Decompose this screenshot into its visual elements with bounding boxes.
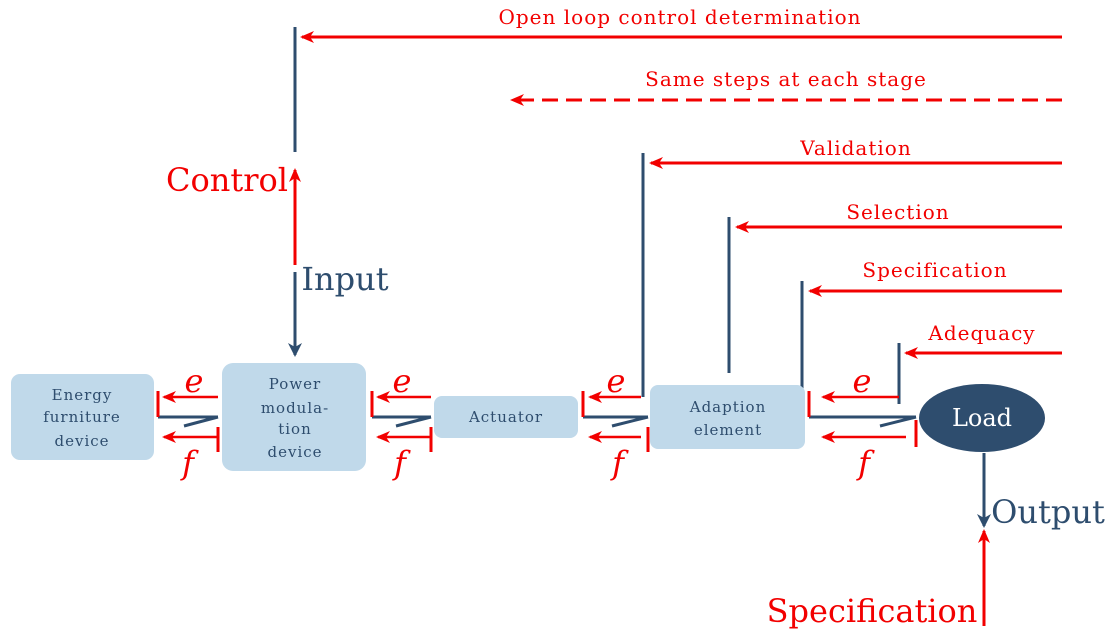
selection-label: Selection xyxy=(846,200,949,224)
adaption-line-1: Adaption xyxy=(689,398,767,416)
power-line-3: tion xyxy=(278,420,312,438)
specification-bottom-label: Specification xyxy=(767,592,978,630)
effort-label-2: e xyxy=(393,362,412,400)
input-label: Input xyxy=(301,260,388,298)
specification-top-arrow: Specification xyxy=(808,258,1062,297)
vertical-connectors xyxy=(293,27,901,404)
validation-label: Validation xyxy=(799,136,911,160)
adequacy-label: Adequacy xyxy=(927,321,1035,345)
control-arrow: Control xyxy=(166,161,301,265)
energy-furniture-block: Energy furniture device xyxy=(11,374,154,460)
effort-label-1: e xyxy=(185,362,204,400)
specification-bottom-arrow: Specification xyxy=(767,529,990,630)
load-block: Load xyxy=(919,384,1045,452)
port-bond-3: e f xyxy=(581,362,650,482)
specification-top-label: Specification xyxy=(862,258,1007,282)
adaption-element-block: Adaption element xyxy=(650,385,805,449)
port-bond-1: e f xyxy=(156,362,220,482)
input-arrow: Input xyxy=(288,260,389,357)
power-line-4: device xyxy=(267,443,322,461)
port-bond-2: e f xyxy=(370,362,433,482)
flow-label-3: f xyxy=(610,444,629,482)
load-label: Load xyxy=(952,404,1012,432)
actuator-label: Actuator xyxy=(468,408,543,426)
output-label: Output xyxy=(991,493,1105,531)
control-label: Control xyxy=(166,161,288,199)
selection-arrow: Selection xyxy=(735,200,1062,233)
open-loop-label: Open loop control determination xyxy=(498,5,861,29)
flow-label-4: f xyxy=(856,444,875,482)
power-modulation-block: Power modula- tion device xyxy=(222,363,366,471)
adequacy-arrow: Adequacy xyxy=(904,321,1062,359)
same-steps-label: Same steps at each stage xyxy=(645,67,927,91)
open-loop-arrow: Open loop control determination xyxy=(300,5,1062,43)
same-steps-arrow: Same steps at each stage xyxy=(510,67,1062,106)
effort-label-4: e xyxy=(853,362,872,400)
flow-label-2: f xyxy=(392,444,411,482)
flow-label-1: f xyxy=(180,444,199,482)
actuator-block: Actuator xyxy=(434,396,578,438)
energy-line-1: Energy xyxy=(52,386,113,404)
power-line-2: modula- xyxy=(261,399,329,417)
energy-line-3: device xyxy=(54,432,109,450)
validation-arrow: Validation xyxy=(649,136,1062,169)
output-arrow: Output xyxy=(977,453,1105,531)
effort-label-3: e xyxy=(607,362,626,400)
energy-line-2: furniture xyxy=(43,408,121,426)
adaption-line-2: element xyxy=(694,421,762,439)
power-line-1: Power xyxy=(269,375,321,393)
